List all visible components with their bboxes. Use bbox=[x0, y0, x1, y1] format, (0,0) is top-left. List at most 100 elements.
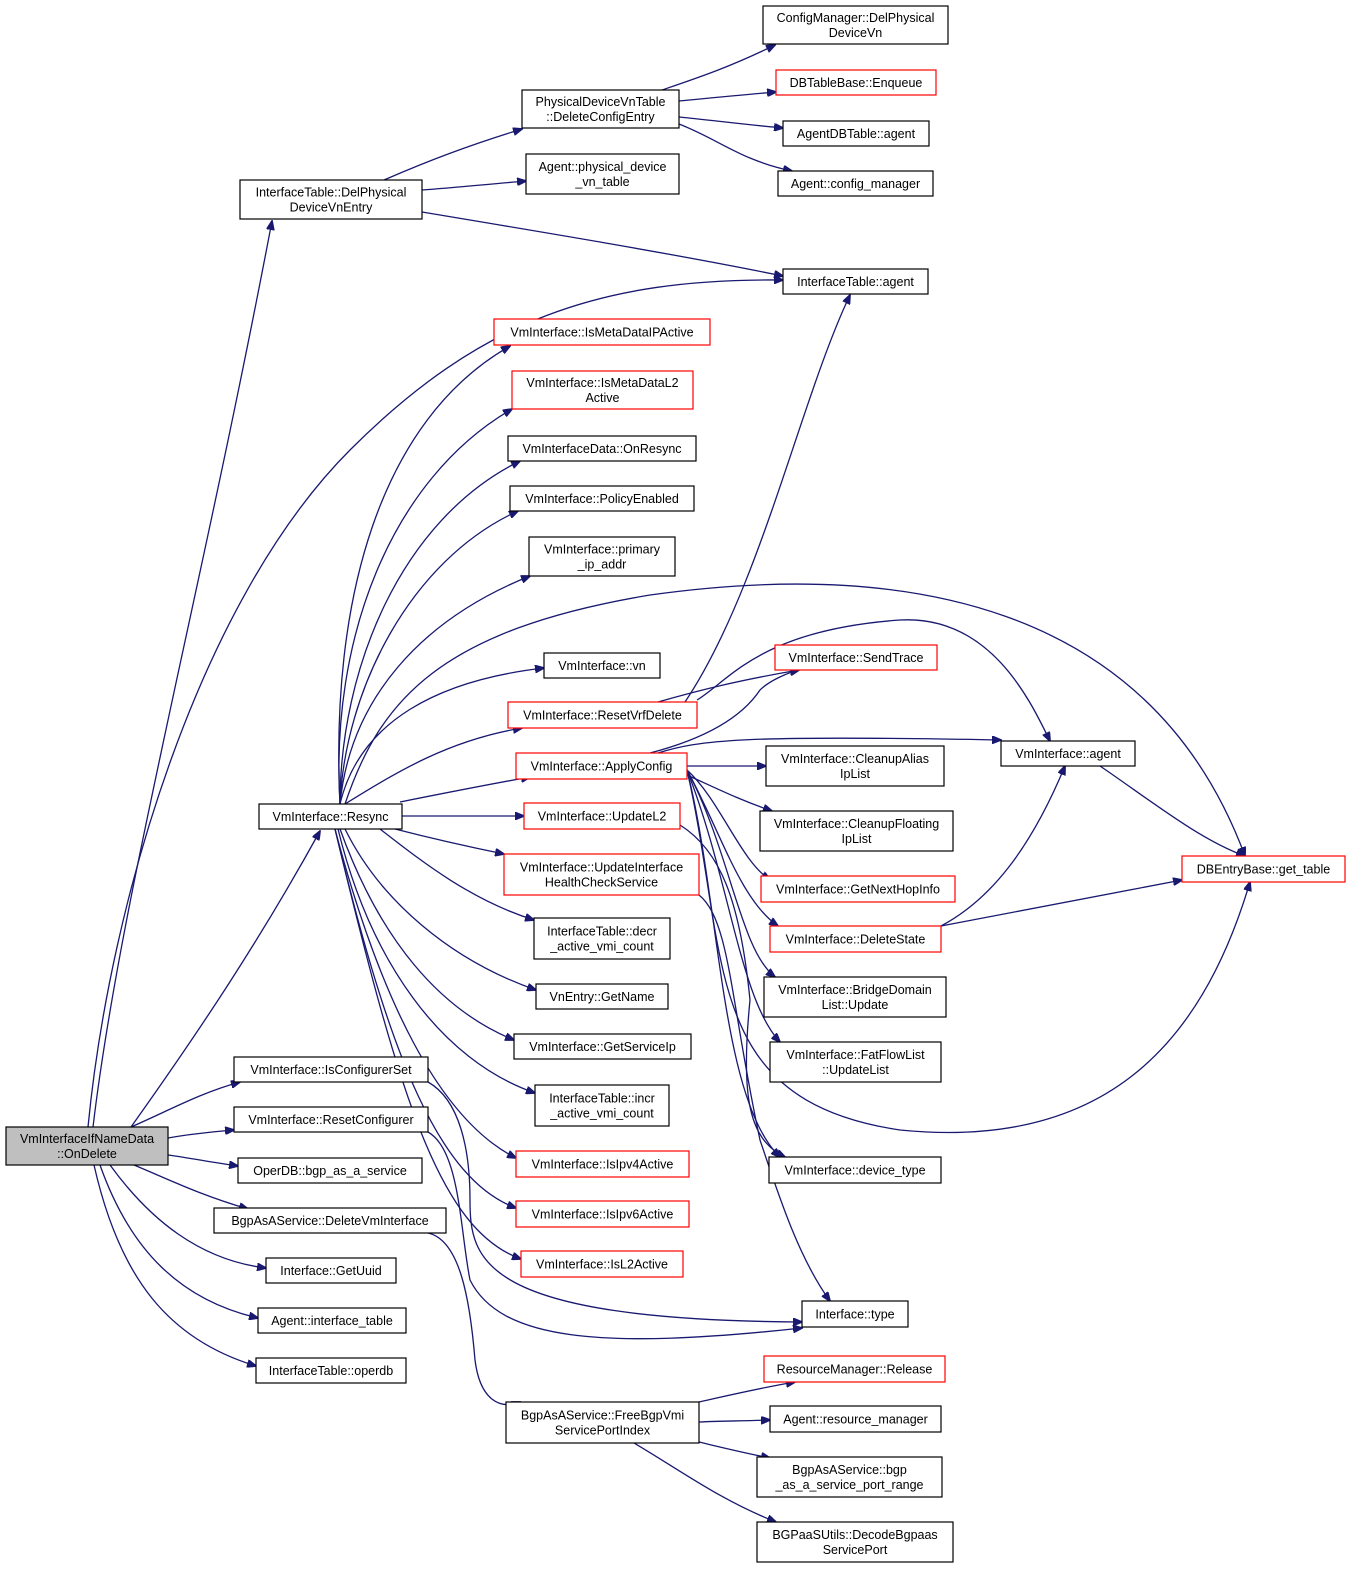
node-box bbox=[760, 875, 956, 903]
node-label: VmInterface::CleanupFloating bbox=[774, 817, 939, 831]
node-box bbox=[765, 745, 945, 787]
node-box bbox=[523, 802, 681, 830]
node-label: Agent::physical_device bbox=[539, 160, 667, 174]
node-label: VmInterface::BridgeDomain bbox=[778, 983, 932, 997]
node-box bbox=[769, 1405, 942, 1433]
node-confset[interactable]: VmInterface::IsConfigurerSet bbox=[233, 1056, 429, 1083]
node-box bbox=[769, 925, 942, 953]
call-edge bbox=[678, 92, 776, 102]
node-label: OperDB::bgp_as_a_service bbox=[253, 1164, 407, 1178]
node-resetvrf[interactable]: VmInterface::ResetVrfDelete bbox=[507, 701, 698, 729]
node-label: VmInterface::GetServiceIp bbox=[529, 1040, 676, 1054]
node-agitable[interactable]: Agent::interface_table bbox=[257, 1307, 407, 1334]
node-box bbox=[493, 318, 711, 346]
node-enqueue[interactable]: DBTableBase::Enqueue bbox=[775, 69, 937, 96]
node-ipv4[interactable]: VmInterface::IsIpv4Active bbox=[515, 1150, 690, 1178]
node-label: VmInterface::IsIpv6Active bbox=[532, 1208, 674, 1222]
node-metaip[interactable]: VmInterface::IsMetaDataIPActive bbox=[493, 318, 711, 346]
node-isl2[interactable]: VmInterface::IsL2Active bbox=[520, 1250, 684, 1278]
node-delstate[interactable]: VmInterface::DeleteState bbox=[769, 925, 942, 953]
node-box bbox=[769, 1041, 942, 1083]
call-edge bbox=[167, 1154, 238, 1166]
call-edge bbox=[686, 769, 780, 1157]
call-edge bbox=[427, 1131, 802, 1340]
node-getuuid[interactable]: Interface::GetUuid bbox=[265, 1257, 397, 1284]
call-edge bbox=[399, 777, 530, 803]
node-operdb[interactable]: InterfaceTable::operdb bbox=[255, 1357, 407, 1384]
node-label: HealthCheckService bbox=[545, 876, 658, 890]
node-resetconf[interactable]: VmInterface::ResetConfigurer bbox=[233, 1106, 429, 1133]
call-edge bbox=[633, 1442, 776, 1522]
node-root[interactable]: VmInterfaceIfNameData::OnDelete bbox=[5, 1126, 169, 1166]
node-uphealth[interactable]: VmInterface::UpdateInterfaceHealthCheckS… bbox=[503, 853, 700, 896]
node-devtype[interactable]: VmInterface::device_type bbox=[768, 1156, 942, 1184]
node-box bbox=[533, 917, 671, 960]
node-physvn[interactable]: Agent::physical_device_vn_table bbox=[525, 153, 680, 195]
call-edge bbox=[338, 346, 510, 805]
node-label: VnEntry::GetName bbox=[550, 990, 655, 1004]
node-incr[interactable]: InterfaceTable::incr_active_vmi_count bbox=[534, 1084, 670, 1127]
node-vn[interactable]: VmInterface::vn bbox=[543, 652, 661, 679]
node-portrange[interactable]: BgpAsAService::bgp_as_a_service_port_ran… bbox=[756, 1456, 943, 1498]
call-edge bbox=[383, 129, 522, 181]
node-label: VmInterface::UpdateInterface bbox=[520, 861, 683, 875]
call-edge bbox=[698, 1441, 770, 1458]
node-label: Agent::resource_manager bbox=[783, 1413, 928, 1427]
node-label: VmInterface::Resync bbox=[272, 810, 388, 824]
node-itype[interactable]: Interface::type bbox=[801, 1300, 909, 1328]
call-edge bbox=[421, 181, 526, 191]
node-label: VmInterface::agent bbox=[1015, 747, 1121, 761]
node-release[interactable]: ResourceManager::Release bbox=[763, 1355, 946, 1383]
node-srvip[interactable]: VmInterface::GetServiceIp bbox=[513, 1033, 692, 1060]
node-updatel2[interactable]: VmInterface::UpdateL2 bbox=[523, 802, 681, 830]
node-box bbox=[756, 1456, 943, 1498]
node-box bbox=[237, 1157, 423, 1184]
call-edge bbox=[133, 1164, 248, 1209]
node-decr[interactable]: InterfaceTable::decr_active_vmi_count bbox=[533, 917, 671, 960]
node-freebgp[interactable]: BgpAsAService::FreeBgpVmiServicePortInde… bbox=[505, 1401, 700, 1444]
node-cfgmgr[interactable]: Agent::config_manager bbox=[777, 170, 934, 197]
node-box bbox=[503, 853, 700, 896]
node-primip[interactable]: VmInterface::primary_ip_addr bbox=[528, 536, 676, 577]
call-edge bbox=[130, 1082, 240, 1128]
call-edge bbox=[686, 769, 775, 977]
node-label: VmInterface::primary bbox=[544, 543, 661, 557]
node-adbagent[interactable]: AgentDBTable::agent bbox=[782, 120, 930, 147]
node-bgpdel[interactable]: BgpAsAService::DeleteVmInterface bbox=[213, 1207, 447, 1234]
node-ipv6[interactable]: VmInterface::IsIpv6Active bbox=[515, 1200, 690, 1228]
call-edge bbox=[1099, 765, 1245, 856]
node-box bbox=[1181, 855, 1346, 883]
node-sendtrace[interactable]: VmInterface::SendTrace bbox=[774, 644, 938, 671]
node-vmagent[interactable]: VmInterface::agent bbox=[1000, 740, 1136, 767]
node-box bbox=[782, 120, 930, 147]
node-bgpsvc[interactable]: OperDB::bgp_as_a_service bbox=[237, 1157, 423, 1184]
node-box bbox=[543, 652, 661, 679]
node-label: VmInterface::IsIpv4Active bbox=[532, 1158, 674, 1172]
node-itagent[interactable]: InterfaceTable::agent bbox=[782, 268, 929, 295]
node-onresync[interactable]: VmInterfaceData::OnResync bbox=[507, 435, 697, 462]
call-edge bbox=[686, 769, 770, 880]
node-pdvdel[interactable]: PhysicalDeviceVnTable::DeleteConfigEntry bbox=[521, 89, 680, 129]
node-resmgr[interactable]: Agent::resource_manager bbox=[769, 1405, 942, 1433]
node-label: ResourceManager::Release bbox=[777, 1363, 933, 1377]
node-vnname[interactable]: VnEntry::GetName bbox=[535, 983, 669, 1010]
node-nexthop[interactable]: VmInterface::GetNextHopInfo bbox=[760, 875, 956, 903]
node-label: VmInterface::IsConfigurerSet bbox=[250, 1063, 412, 1077]
node-label: VmInterface::FatFlowList bbox=[786, 1048, 925, 1062]
node-applycfg[interactable]: VmInterface::ApplyConfig bbox=[515, 752, 688, 780]
call-edge bbox=[678, 123, 792, 171]
node-box bbox=[763, 976, 947, 1018]
node-box bbox=[775, 69, 937, 96]
call-edge bbox=[686, 769, 780, 1042]
node-fatflow[interactable]: VmInterface::FatFlowList::UpdateList bbox=[769, 1041, 942, 1083]
node-resync[interactable]: VmInterface::Resync bbox=[258, 803, 403, 830]
node-policy[interactable]: VmInterface::PolicyEnabled bbox=[509, 485, 695, 512]
node-gettable[interactable]: DBEntryBase::get_table bbox=[1181, 855, 1346, 883]
